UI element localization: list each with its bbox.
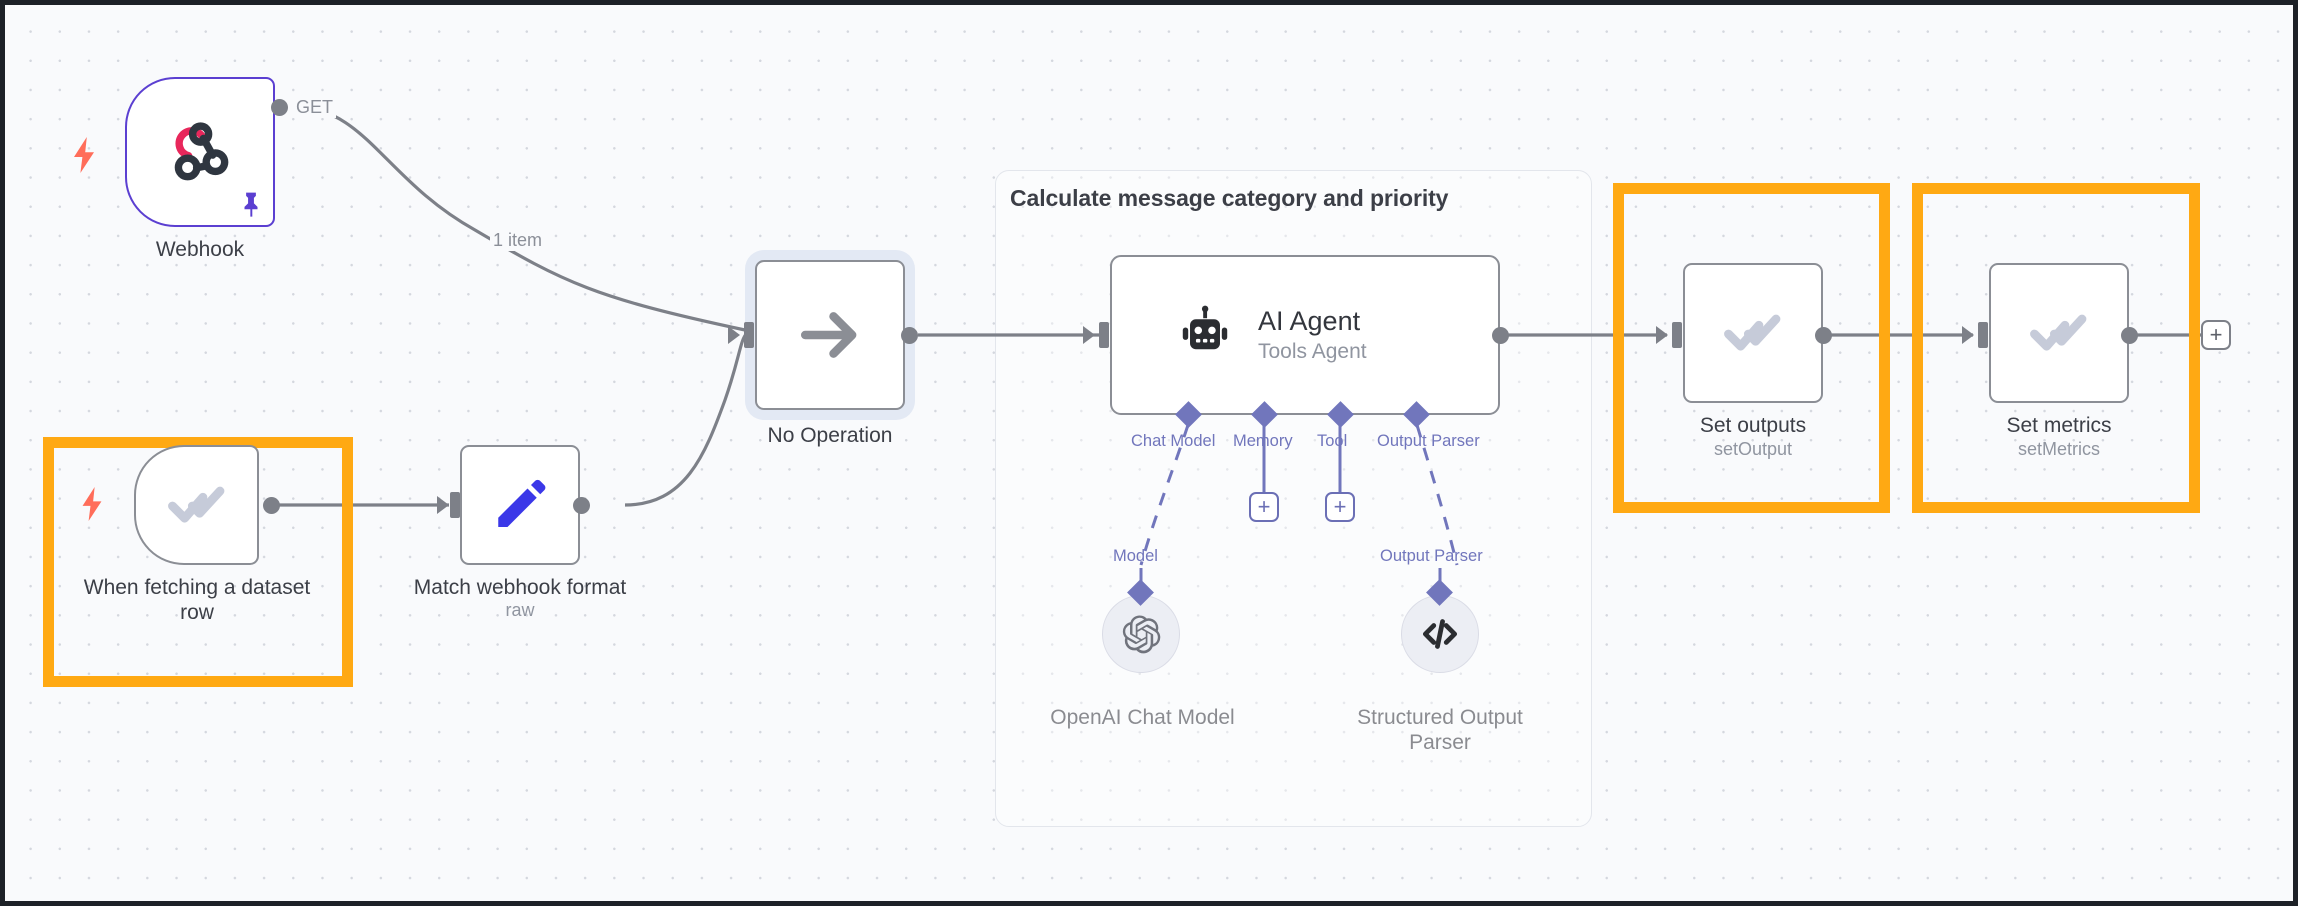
highlight-frame-set-metrics <box>1912 183 2200 513</box>
node-ai-agent-subtitle: Tools Agent <box>1258 340 1367 363</box>
lightning-bolt-icon <box>80 487 104 521</box>
node-set-metrics[interactable]: Set metrics setMetrics <box>1989 263 2129 459</box>
edge-items-label: 1 item <box>490 230 546 251</box>
node-no-operation[interactable]: No Operation <box>755 260 905 447</box>
node-set-metrics-subtitle: setMetrics <box>2017 439 2100 459</box>
node-match-webhook-label: Match webhook format <box>413 576 627 599</box>
set-outputs-output-port[interactable] <box>1815 327 1832 344</box>
set-metrics-input-arrow <box>1962 326 1974 344</box>
add-memory-button[interactable]: + <box>1249 492 1279 522</box>
robot-icon <box>1174 304 1236 366</box>
node-openai-chat-model[interactable] <box>1102 595 1180 673</box>
node-no-operation-box[interactable] <box>755 260 905 410</box>
webhook-output-label: GET <box>293 97 337 118</box>
match-webhook-input-arrow <box>437 496 449 514</box>
node-webhook[interactable]: Webhook <box>74 77 275 261</box>
double-check-icon <box>1722 302 1784 364</box>
lightning-bolt-icon <box>71 137 97 173</box>
node-set-outputs-label: Set outputs <box>1699 414 1807 437</box>
node-ai-agent-box[interactable]: AI Agent Tools Agent <box>1110 255 1500 415</box>
port-chat-model-label: Chat Model <box>1131 432 1216 450</box>
ai-agent-output-port[interactable] <box>1492 327 1509 344</box>
ai-agent-input-port[interactable] <box>1099 322 1109 348</box>
set-metrics-output-port[interactable] <box>2121 327 2138 344</box>
arrow-right-icon <box>795 300 865 370</box>
no-operation-input-port[interactable] <box>744 322 754 348</box>
pencil-icon <box>490 475 550 535</box>
node-set-outputs-box[interactable] <box>1683 263 1823 403</box>
connection-edges-layer <box>279 105 2201 591</box>
set-outputs-input-arrow <box>1656 326 1668 344</box>
port-tool-label: Tool <box>1317 432 1348 450</box>
webhook-output-port[interactable] <box>271 99 288 116</box>
highlight-frame-when-fetching <box>43 437 353 687</box>
match-webhook-input-port[interactable] <box>450 492 460 518</box>
ai-agent-input-arrow <box>1083 326 1095 344</box>
double-check-icon <box>166 474 228 536</box>
node-webhook-box[interactable] <box>74 77 275 227</box>
port-output-parser-label: Output Parser <box>1377 432 1480 450</box>
add-tool-button[interactable]: + <box>1325 492 1355 522</box>
port-memory-label: Memory <box>1233 432 1293 450</box>
when-fetching-output-port[interactable] <box>263 497 280 514</box>
openai-icon <box>1120 613 1162 655</box>
edge-outputparser-to-parser <box>1415 424 1459 566</box>
node-match-webhook-subtitle: raw <box>505 600 535 620</box>
no-operation-input-arrow <box>728 326 740 344</box>
group-title: Calculate message category and priority <box>1010 185 1449 211</box>
webhook-icon <box>163 115 237 189</box>
node-no-operation-label: No Operation <box>767 424 893 447</box>
edge-match-to-noop <box>624 331 749 507</box>
double-check-icon <box>2028 302 2090 364</box>
node-set-outputs-subtitle: setOutput <box>1713 439 1793 459</box>
edge-webhook-to-noop <box>294 105 746 332</box>
edge-chatmodel-to-openai <box>1139 424 1190 566</box>
node-set-metrics-label: Set metrics <box>2006 414 2112 437</box>
no-operation-output-port[interactable] <box>901 327 918 344</box>
set-outputs-input-port[interactable] <box>1672 322 1682 348</box>
match-webhook-output-port[interactable] <box>573 497 590 514</box>
canvas-grid-background <box>5 5 2293 901</box>
set-metrics-input-port[interactable] <box>1978 322 1988 348</box>
node-ai-agent-label: AI Agent <box>1258 306 1361 336</box>
highlight-frame-set-outputs <box>1613 183 1890 513</box>
node-when-fetching-label: When fetching a dataset row <box>83 576 311 624</box>
node-set-metrics-box[interactable] <box>1989 263 2129 403</box>
node-webhook-label: Webhook <box>155 238 245 261</box>
connection-label-output-parser: Output Parser <box>1380 547 1483 565</box>
node-set-outputs[interactable]: Set outputs setOutput <box>1683 263 1823 459</box>
node-structured-output-parser[interactable] <box>1401 595 1479 673</box>
node-structured-output-parser-label: Structured Output Parser <box>1357 706 1523 754</box>
code-brackets-icon <box>1418 612 1462 656</box>
node-openai-chat-model-label: OpenAI Chat Model <box>1050 706 1235 729</box>
node-when-fetching-dataset-row[interactable]: When fetching a dataset row <box>82 445 310 624</box>
add-next-node-button[interactable]: + <box>2201 320 2231 350</box>
pin-icon <box>241 191 261 217</box>
node-ai-agent[interactable]: AI Agent Tools Agent <box>1110 255 1500 415</box>
node-match-webhook-box[interactable] <box>460 445 580 565</box>
node-match-webhook-format[interactable]: Match webhook format raw <box>414 445 626 620</box>
connection-label-model: Model <box>1113 547 1158 565</box>
node-when-fetching-box[interactable] <box>134 445 259 565</box>
